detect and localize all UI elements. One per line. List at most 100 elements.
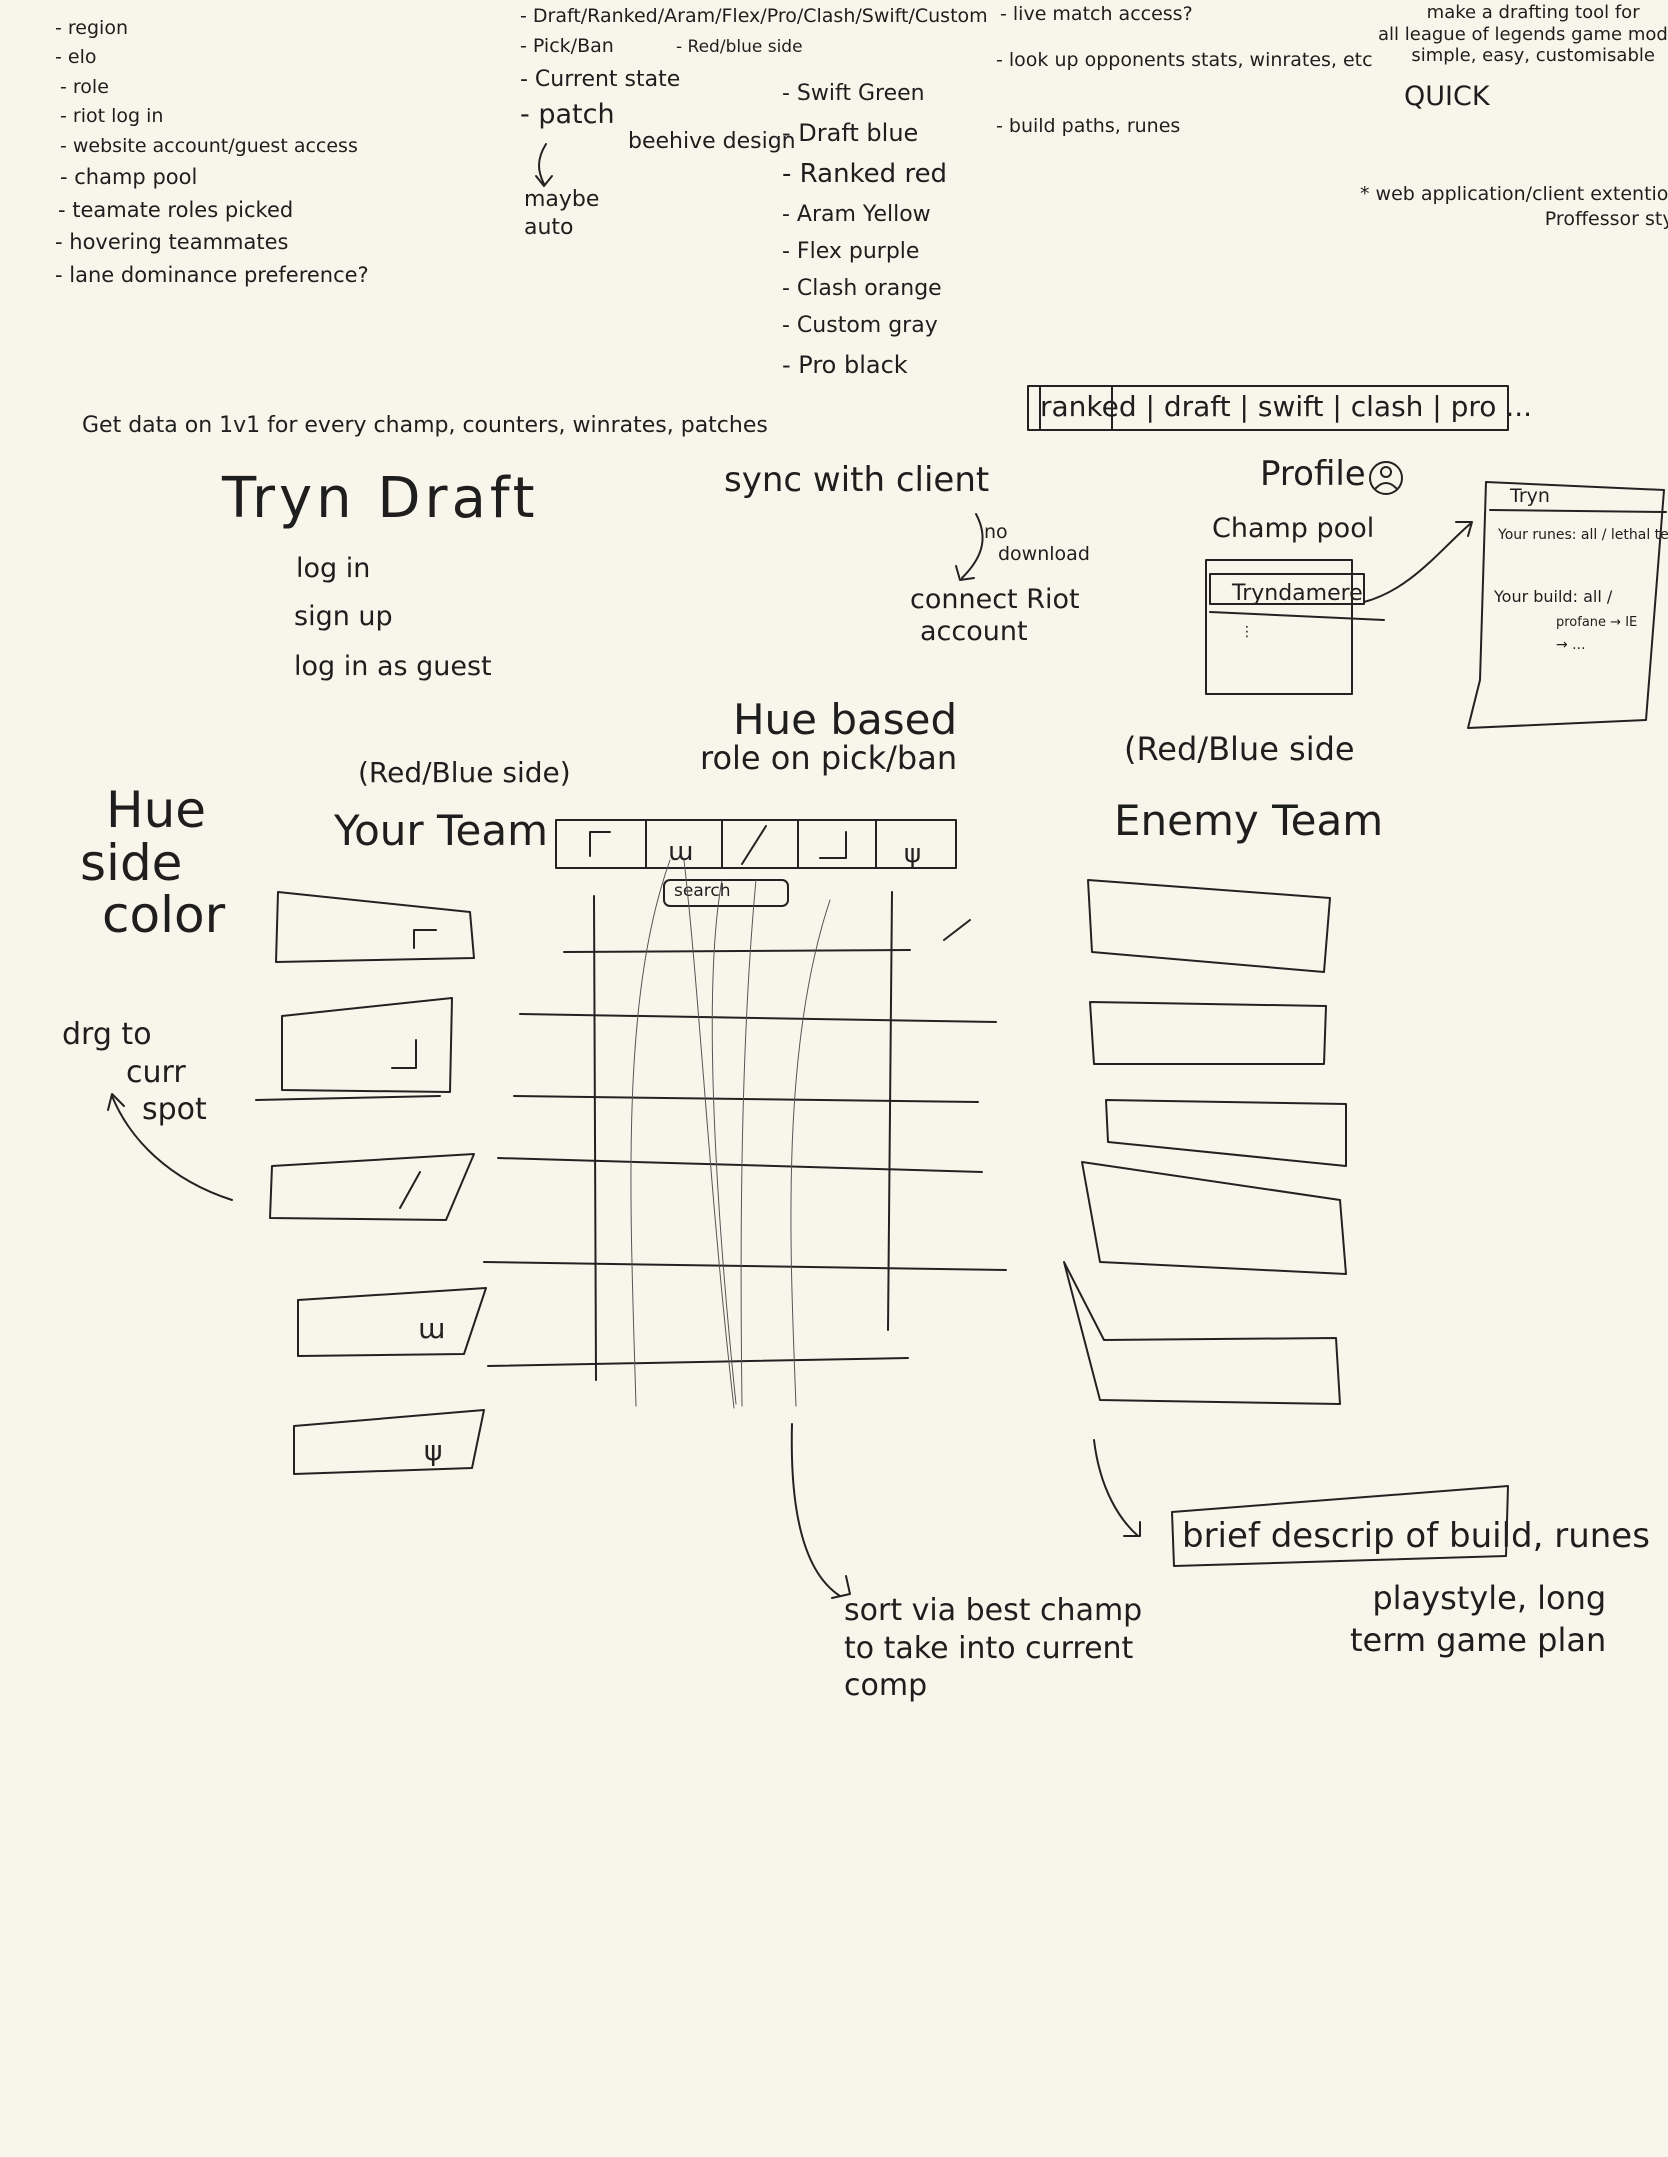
spot-text: spot — [142, 1092, 207, 1127]
color-text: color — [102, 886, 226, 944]
mode-color-flex: - Flex purple — [782, 238, 920, 264]
drag-text: drg to — [62, 1017, 152, 1052]
professor-line: Proffessor style — [1544, 207, 1668, 230]
your-slot-5 — [293, 1409, 485, 1475]
support-role-icon: ψ — [904, 839, 921, 869]
descrip-arrow — [1093, 1439, 1139, 1537]
your-slot-2-icon — [391, 1039, 417, 1069]
tryn-card-title: Tryn — [1510, 485, 1550, 507]
req-riot-login: - riot log in — [60, 105, 164, 128]
your-slot-4 — [297, 1287, 487, 1357]
patch-arrow-head — [535, 175, 553, 187]
beehive-note: beehive design — [628, 129, 796, 154]
tryn-card-build: Your build: all / — [1494, 587, 1613, 606]
tryn-card-more: → ... — [1556, 637, 1586, 653]
red-blue-note: - Red/blue side — [676, 37, 803, 57]
mode-color-swift: - Swift Green — [782, 81, 925, 106]
your-slot-5-icon: ψ — [424, 1434, 442, 1467]
your-slot-1 — [275, 891, 475, 963]
profile-icon — [1369, 461, 1403, 495]
curr-text: curr — [126, 1054, 186, 1090]
enemy-team-label: Enemy Team — [1114, 796, 1384, 845]
sort-line-2: to take into current — [844, 1630, 1134, 1666]
maybe-auto-note: maybe auto — [524, 186, 599, 241]
mode-tabs[interactable]: ranked | draft | swift | clash | pro ... — [1040, 390, 1533, 423]
web-app-note: * web application/client extention? Prof… — [1360, 182, 1668, 231]
profile-icon-head — [1380, 466, 1392, 478]
req-lane-dominance: - lane dominance preference? — [55, 262, 369, 287]
your-team-label: Your Team — [334, 806, 549, 855]
jungle-role-icon: ɯ — [668, 837, 693, 867]
mode-color-ranked: - Ranked red — [782, 159, 948, 190]
champ-pool-box — [1205, 559, 1353, 695]
top-role-icon — [589, 831, 611, 857]
your-slot-3 — [269, 1153, 475, 1221]
req-teammate-roles: - teamate roles picked — [58, 197, 294, 222]
enemy-slot-1 — [1087, 879, 1331, 973]
no-download-note: no download — [984, 521, 1090, 566]
web-app-line: * web application/client extention? — [1360, 183, 1668, 205]
mode-color-custom: - Custom gray — [782, 312, 938, 338]
tryn-card-runes: Your runes: all / lethal tempo — [1498, 527, 1668, 543]
bot-role-icon — [819, 831, 847, 859]
sort-line-1: sort via best champ — [844, 1593, 1143, 1628]
playstyle-line: playstyle, long — [1372, 1579, 1607, 1617]
app-title: Tryn Draft — [222, 466, 539, 531]
modes-line: - Draft/Ranked/Aram/Flex/Pro/Clash/Swift… — [520, 5, 988, 27]
sync-arrow — [961, 513, 984, 579]
sort-note: sort via best champ to take into current… — [844, 1592, 1142, 1705]
drag-note: drg to curr spot — [62, 1016, 207, 1129]
req-champ-pool: - champ pool — [60, 165, 198, 190]
profile-label: Profile — [1260, 454, 1366, 494]
champ-pool-entry[interactable]: Tryndamere — [1232, 581, 1363, 606]
req-region: - region — [55, 17, 128, 39]
mode-tab-bar — [1027, 385, 1509, 431]
build-paths-note: - build paths, runes — [996, 115, 1181, 137]
guest-login-link[interactable]: log in as guest — [294, 651, 492, 682]
lookup-note: - look up opponents stats, winrates, etc — [996, 49, 1373, 71]
drag-arrow-head — [107, 1093, 125, 1111]
req-role: - role — [60, 75, 109, 98]
goal-line-2: all league of legends game modes — [1378, 23, 1668, 45]
live-match-note: - live match access? — [1000, 3, 1193, 25]
grid-tick — [943, 919, 971, 941]
enemy-slot-5 — [1063, 1261, 1341, 1405]
mode-colors-list: - Swift Green - Draft blue - Ranked red … — [782, 76, 947, 385]
playstyle-note: playstyle, long term game plan — [1350, 1578, 1606, 1661]
gameplan-line: term game plan — [1350, 1620, 1607, 1659]
auto-text: auto — [524, 214, 574, 240]
login-link[interactable]: log in — [296, 553, 371, 584]
signup-link[interactable]: sign up — [294, 601, 393, 632]
your-slot-3-icon — [399, 1171, 421, 1209]
your-slot-2 — [281, 997, 453, 1093]
connect-riot-text[interactable]: connect Riot — [910, 584, 1080, 615]
champ-pool-row — [1209, 611, 1385, 621]
search-box — [663, 879, 789, 907]
sort-arrow-head — [831, 1575, 851, 1599]
svg-text:⋮: ⋮ — [1240, 624, 1254, 640]
req-account: - website account/guest access — [60, 134, 358, 157]
hue-text: Hue — [106, 781, 207, 839]
req-hovering: - hovering teammates — [55, 230, 289, 255]
maybe-text: maybe — [524, 187, 600, 212]
champ-to-card-arrow-head — [1455, 521, 1473, 537]
goal-line-1: make a drafting tool for — [1426, 2, 1640, 23]
champ-to-card-arrow — [1363, 523, 1471, 603]
enemy-slot-4 — [1081, 1161, 1347, 1275]
goal-note: make a drafting tool for all league of l… — [1378, 2, 1668, 67]
tryn-card-header — [1489, 509, 1667, 513]
mid-role-icon — [741, 825, 767, 865]
mode-color-pro: - Pro black — [782, 350, 908, 379]
no-text: no — [984, 521, 1008, 543]
hue-pickban-note: Hue based role on pick/ban — [700, 697, 957, 776]
get-data-note: Get data on 1v1 for every champ, counter… — [82, 413, 768, 438]
brief-descrip-box — [1171, 1485, 1509, 1567]
enemy-side-label: (Red/Blue side — [1124, 730, 1355, 768]
profile-icon-body — [1375, 482, 1397, 489]
side-text: side — [80, 833, 183, 892]
goal-line-3: simple, easy, customisable — [1411, 45, 1655, 67]
tryn-card — [1467, 481, 1665, 729]
enemy-slot-2 — [1089, 1001, 1327, 1065]
tryn-card-build2: profane → IE — [1556, 615, 1638, 630]
